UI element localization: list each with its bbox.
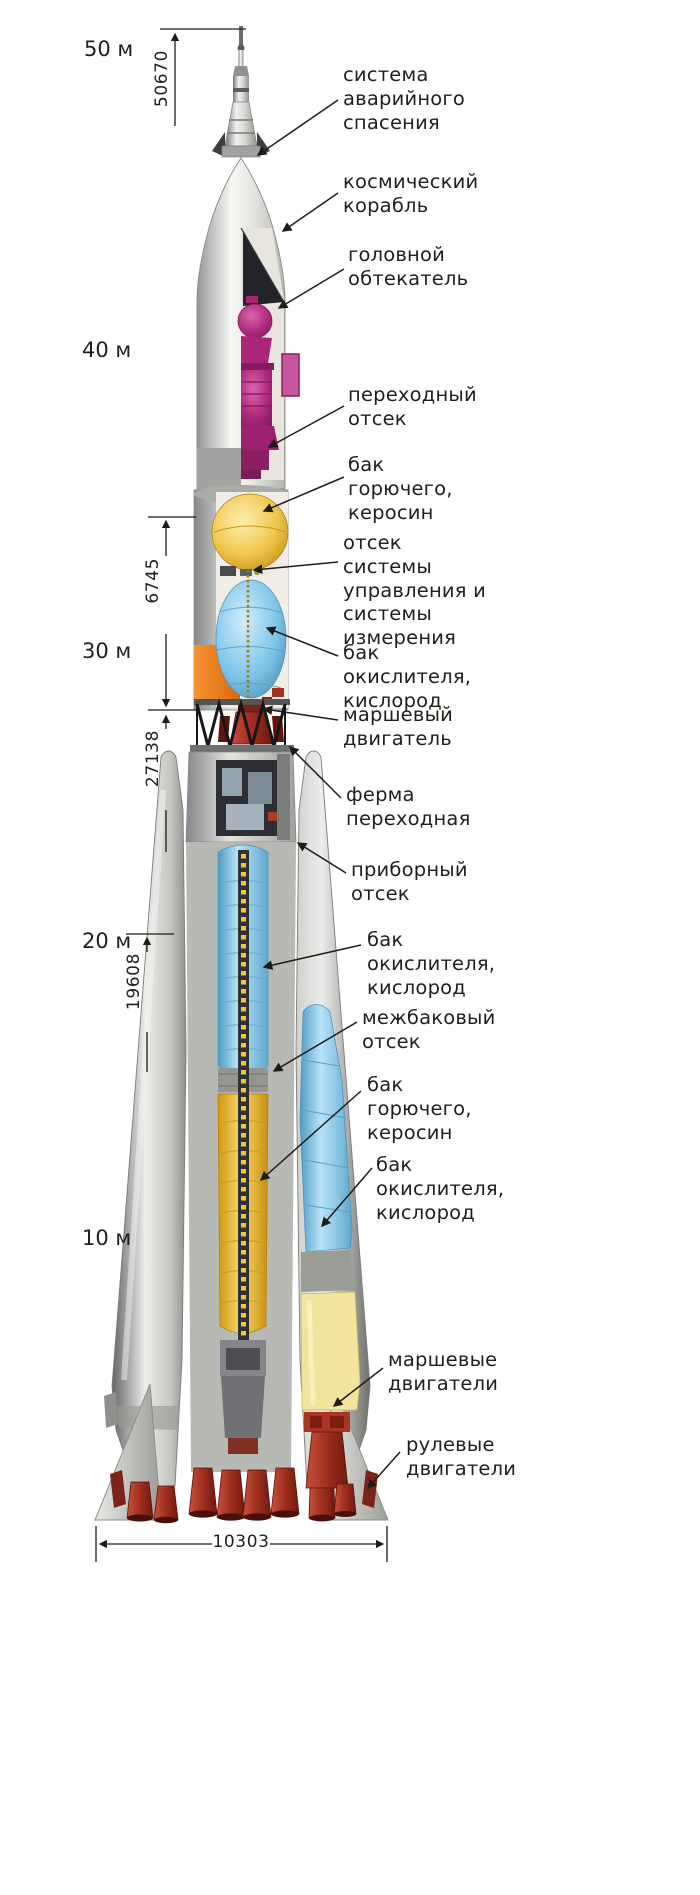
label-transfer-truss: ферма переходная: [346, 783, 471, 830]
dimension-lines: [95, 28, 388, 1562]
label-control-measurement-compartment: отсек системы управления и системы измер…: [343, 531, 486, 650]
left-booster-art: [104, 750, 187, 1494]
label-instrument-compartment: приборный отсек: [351, 858, 468, 905]
label-launch-escape-system: система аварийного спасения: [343, 63, 465, 134]
label-main-engine-stage3: маршевый двигатель: [343, 703, 454, 750]
engine-nozzles-art: [110, 1467, 378, 1524]
label-transfer-compartment: переходный отсек: [348, 383, 477, 430]
leader-lines: [252, 99, 401, 1490]
label-oxidizer-tank-stage3: бак окислителя, кислород: [343, 641, 472, 712]
label-main-engines: маршевые двигатели: [388, 1348, 499, 1395]
label-fuel-tank-kerosene-core: бак горючего, керосин: [367, 1073, 472, 1144]
dimension-third-stage-length: 6745: [143, 558, 163, 604]
right-booster-cutaway-art: [299, 1004, 361, 1489]
scale-mark-50m: 50 м: [84, 37, 134, 61]
scale-mark-10m: 10 м: [82, 1226, 132, 1250]
dimension-core-stage-length: 27138: [143, 730, 163, 788]
dimension-booster-length: 19608: [124, 953, 144, 1011]
label-payload-fairing: головной обтекатель: [348, 243, 469, 290]
scale-mark-30m: 30 м: [82, 639, 132, 663]
label-oxidizer-tank-core: бак окислителя, кислород: [367, 928, 496, 999]
dimension-base-width: 10303: [212, 1532, 270, 1552]
label-steering-engines: рулевые двигатели: [406, 1433, 517, 1480]
fairing-art: [196, 157, 300, 490]
core-stage-art: [186, 842, 296, 1472]
instrument-compartment-art: [185, 751, 297, 843]
escape-tower-art: [212, 26, 270, 158]
label-spacecraft: космический корабль: [343, 170, 479, 217]
scale-mark-20m: 20 м: [82, 929, 132, 953]
label-oxidizer-tank-booster: бак окислителя, кислород: [376, 1153, 505, 1224]
label-fuel-tank-kerosene-stage3: бак горючего, керосин: [348, 453, 453, 524]
interstage-truss-art: [190, 698, 294, 752]
dimension-total-height: 50670: [152, 50, 172, 108]
label-intertank-compartment: межбаковый отсек: [362, 1006, 496, 1053]
scale-mark-40m: 40 м: [82, 338, 132, 362]
